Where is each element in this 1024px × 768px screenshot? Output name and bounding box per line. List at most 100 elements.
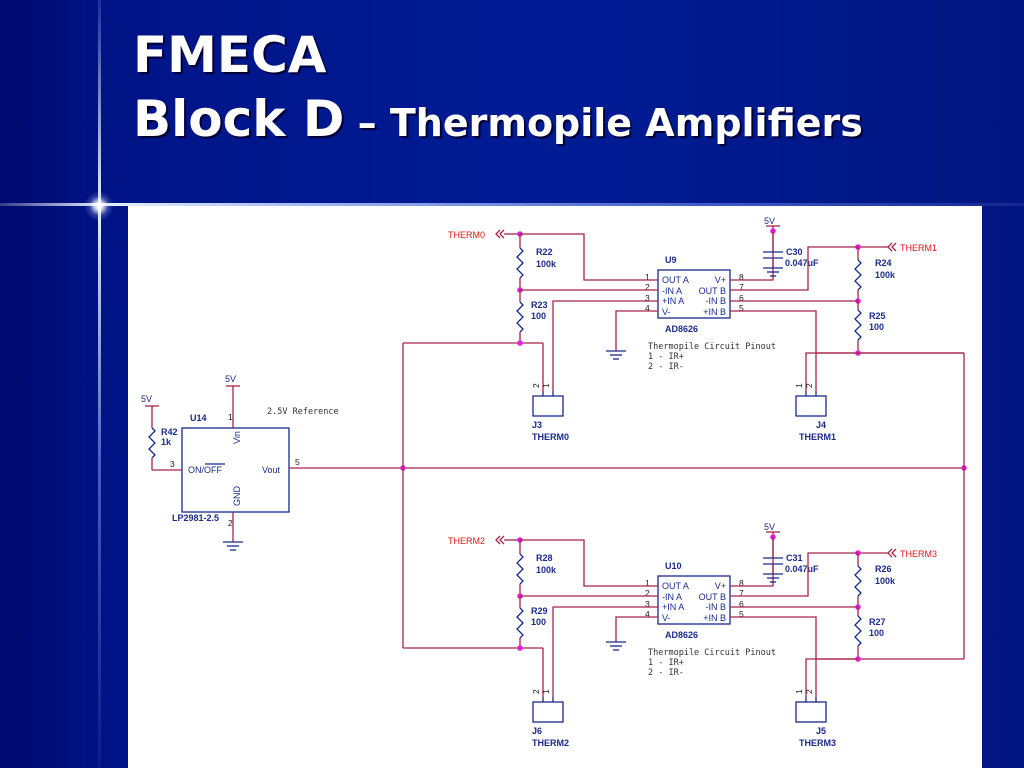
- amplifier-block-u9: U9 AD8626 OUT A -IN A +IN A V- V+ OUT B …: [448, 216, 964, 442]
- opamp-u9-num-2: 2: [645, 282, 650, 292]
- c30-supply-label: 5V: [764, 216, 775, 226]
- j4-pin-2: 2: [804, 383, 814, 388]
- opamp-u10-num-2: 2: [645, 588, 650, 598]
- regulator-supply-label: 5V: [225, 374, 236, 384]
- j4-ref: J4: [816, 420, 826, 430]
- title-line-2-sub: – Thermopile Amplifiers: [344, 101, 863, 145]
- regulator-pin-vin: Vin: [232, 431, 242, 444]
- u10-pinout-title: Thermopile Circuit Pinout: [648, 648, 776, 658]
- regulator-pin-gnd: GND: [232, 486, 242, 507]
- j4-pin-1: 1: [794, 383, 804, 388]
- title-line-2-main: Block D: [133, 90, 345, 148]
- opamp-u9-part: AD8626: [665, 324, 698, 334]
- j5-ref: J5: [816, 726, 826, 736]
- decorative-sparkle: [84, 191, 114, 221]
- opamp-u9-num-7: 7: [739, 282, 744, 292]
- c30-ref: C30: [786, 247, 803, 257]
- schematic-diagram: U14 LP2981-2.5 2.5V Reference 5V 1 Vin 2…: [141, 216, 967, 748]
- r28-value: 100k: [536, 565, 557, 575]
- r24-ref: R24: [875, 258, 892, 268]
- regulator-u14: U14 LP2981-2.5 2.5V Reference 5V 1 Vin 2…: [141, 374, 403, 551]
- opamp-u10-num-5: 5: [739, 609, 744, 619]
- r28-ref: R28: [536, 553, 553, 563]
- opamp-u9-num-4: 4: [645, 303, 650, 313]
- j3-pin-2: 2: [531, 383, 541, 388]
- r22-ref: R22: [536, 247, 553, 257]
- regulator-pin-on-off: ON/OFF: [188, 465, 222, 475]
- r23-value: 100: [531, 311, 546, 321]
- connector-j3: [532, 395, 564, 417]
- regulator-ref: U14: [190, 413, 207, 423]
- title-line-2: Block D – Thermopile Amplifiers: [133, 94, 863, 144]
- u9-pinout-title: Thermopile Circuit Pinout: [648, 342, 776, 352]
- opamp-u10-num-4: 4: [645, 609, 650, 619]
- r25-ref: R25: [869, 311, 886, 321]
- opamp-u9-ref: U9: [665, 255, 677, 265]
- opamp-u10-pin-in-a-neg: -IN A: [662, 592, 682, 602]
- opamp-u10-pin-in-b-neg: -IN B: [705, 602, 726, 612]
- opamp-u10-num-8: 8: [739, 578, 744, 588]
- opamp-u10-num-6: 6: [739, 599, 744, 609]
- u10-pinout-line-1: 1 - IR+: [648, 658, 684, 668]
- j3-ref: J3: [532, 420, 542, 430]
- j6-ref: J6: [532, 726, 542, 736]
- opamp-u9-num-1: 1: [645, 272, 650, 282]
- regulator-pin-vout: Vout: [262, 465, 281, 475]
- opamp-u9-pin-in-a-pos: +IN A: [662, 296, 684, 306]
- opamp-u10-pin-in-a-pos: +IN A: [662, 602, 684, 612]
- net-label-therm3: THERM3: [900, 549, 937, 559]
- r24-value: 100k: [875, 270, 896, 280]
- opamp-u10-pin-in-b-pos: +IN B: [703, 613, 726, 623]
- j5-name: THERM3: [799, 738, 836, 748]
- opamp-u10-pin-out-b: OUT B: [699, 592, 726, 602]
- u9-pinout-line-1: 1 - IR+: [648, 352, 684, 362]
- c31-value: 0.047uF: [785, 564, 819, 574]
- opamp-u10-pin-vplus: V+: [715, 581, 726, 591]
- schematic-panel: U14 LP2981-2.5 2.5V Reference 5V 1 Vin 2…: [128, 206, 982, 768]
- opamp-u9-body: [657, 269, 731, 319]
- r42-supply-label: 5V: [141, 394, 152, 404]
- c31-ref: C31: [786, 553, 803, 563]
- regulator-pin-num-gnd: 2: [228, 518, 233, 528]
- opamp-u10-num-1: 1: [645, 578, 650, 588]
- net-label-therm2: THERM2: [448, 536, 485, 546]
- opamp-u10-num-3: 3: [645, 599, 650, 609]
- opamp-u9-pin-vplus: V+: [715, 275, 726, 285]
- j4-name: THERM1: [799, 432, 836, 442]
- connector-j5: [795, 701, 827, 723]
- r22-value: 100k: [536, 259, 557, 269]
- opamp-u9-pin-in-a-neg: -IN A: [662, 286, 682, 296]
- j6-pin-1: 1: [541, 689, 551, 694]
- opamp-u10-ref: U10: [665, 561, 682, 571]
- connector-j4: [795, 395, 827, 417]
- opamp-u9-pin-out-a: OUT A: [662, 275, 689, 285]
- r42-ref: R42: [161, 427, 178, 437]
- opamp-u9-pin-in-b-neg: -IN B: [705, 296, 726, 306]
- c30-value: 0.047uF: [785, 258, 819, 268]
- j5-pin-2: 2: [804, 689, 814, 694]
- net-label-therm0: THERM0: [448, 230, 485, 240]
- regulator-pin-num-vin: 1: [228, 412, 233, 422]
- j3-pin-1: 1: [541, 383, 551, 388]
- amplifier-block-u10: U10 AD8626 OUT A -IN A +IN A V- V+ OUT B…: [448, 522, 937, 748]
- regulator-pin-num-vout: 5: [295, 457, 300, 467]
- u10-pinout-line-2: 2 - IR-: [648, 668, 684, 678]
- opamp-u10-body: [657, 575, 731, 625]
- connector-j6: [532, 701, 564, 723]
- r26-ref: R26: [875, 564, 892, 574]
- r42-value: 1k: [161, 437, 172, 447]
- opamp-u9-pin-vminus: V-: [662, 307, 671, 317]
- regulator-pin-num-on: 3: [170, 459, 175, 469]
- c31-supply-label: 5V: [764, 522, 775, 532]
- u9-pinout-line-2: 2 - IR-: [648, 362, 684, 372]
- r26-value: 100k: [875, 576, 896, 586]
- opamp-u9-num-3: 3: [645, 293, 650, 303]
- j3-name: THERM0: [532, 432, 569, 442]
- regulator-part: LP2981-2.5: [172, 513, 219, 523]
- opamp-u10-num-7: 7: [739, 588, 744, 598]
- slide-title: FMECA Block D – Thermopile Amplifiers: [133, 30, 863, 144]
- regulator-note: 2.5V Reference: [267, 407, 339, 417]
- j5-pin-1: 1: [794, 689, 804, 694]
- opamp-u10-pin-vminus: V-: [662, 613, 671, 623]
- opamp-u9-pin-out-b: OUT B: [699, 286, 726, 296]
